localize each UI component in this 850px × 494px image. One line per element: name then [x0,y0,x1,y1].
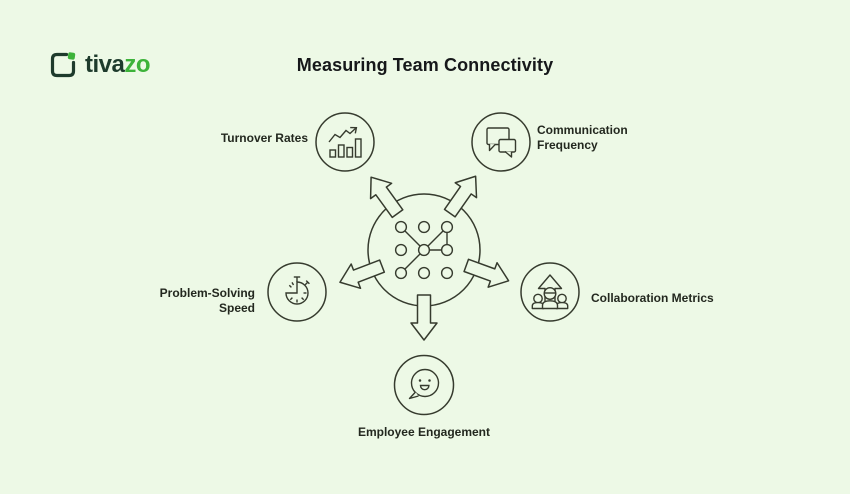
label-communication-frequency: Communication Frequency [537,123,628,152]
tivazo-wordmark: tivazo [85,50,151,80]
tivazo-logo-icon [50,52,76,78]
team-growth-icon [531,274,569,310]
smiley-bubble-icon [408,368,440,400]
arrow-bottom-icon [410,294,438,341]
bar-chart-trend-icon [328,126,362,158]
node-problem [267,262,327,322]
label-turnover-rates: Turnover Rates [220,131,308,145]
node-collaboration [520,262,580,322]
label-collaboration-metrics: Collaboration Metrics [591,291,714,305]
label-problem-solving-speed: Problem-Solving Speed [159,286,255,315]
brand-prefix: tiva [85,51,125,78]
node-turnover [315,112,375,172]
stopwatch-icon [285,276,310,305]
hub-arrows [339,175,510,341]
page-title: Measuring Team Connectivity [296,55,554,75]
arrow-right-icon [463,258,510,288]
network-nodes-icon [394,220,454,280]
node-employee [393,354,455,416]
node-communication [471,112,531,172]
arrow-top-left-icon [369,176,404,219]
brand-suffix: zo [124,51,151,78]
chat-bubbles-icon [486,127,517,158]
label-employee-engagement: Employee Engagement [357,425,491,439]
arrow-left-icon [339,259,386,290]
arrow-top-right-icon [443,175,478,218]
tivazo-logo: tivazo [48,50,151,80]
